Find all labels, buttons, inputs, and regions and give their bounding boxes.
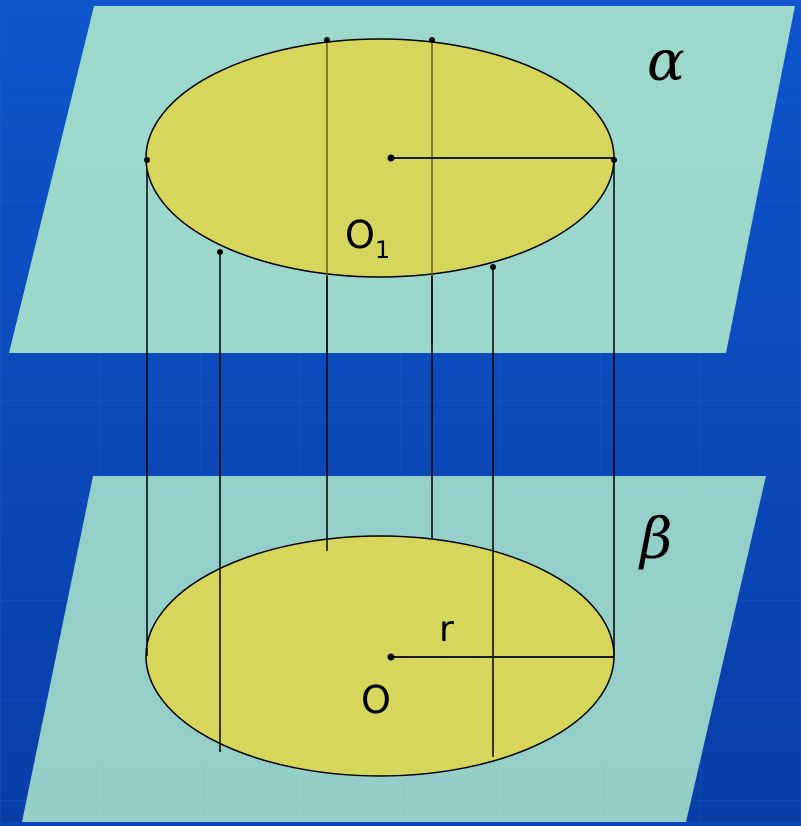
label-beta: β xyxy=(638,507,672,572)
label-o: O xyxy=(361,678,391,722)
point-top-front-right xyxy=(490,264,496,270)
point-o1-center xyxy=(387,154,395,162)
diagram-points xyxy=(144,37,617,661)
point-top-front-left xyxy=(217,249,223,255)
point-top-back-left xyxy=(324,37,330,43)
point-top-right xyxy=(611,157,617,163)
base-disk-bottom xyxy=(145,535,615,777)
back-generators-middle xyxy=(326,276,433,352)
point-top-back-right xyxy=(429,37,435,43)
label-o1-main: O xyxy=(345,213,375,257)
label-o1-subscript: 1 xyxy=(375,236,390,264)
label-o1: O1 xyxy=(345,213,390,264)
label-alpha: α xyxy=(647,29,685,94)
back-generators-top xyxy=(326,40,433,278)
label-radius-r: r xyxy=(439,609,454,650)
point-top-left xyxy=(144,157,150,163)
point-o-center xyxy=(387,653,395,661)
